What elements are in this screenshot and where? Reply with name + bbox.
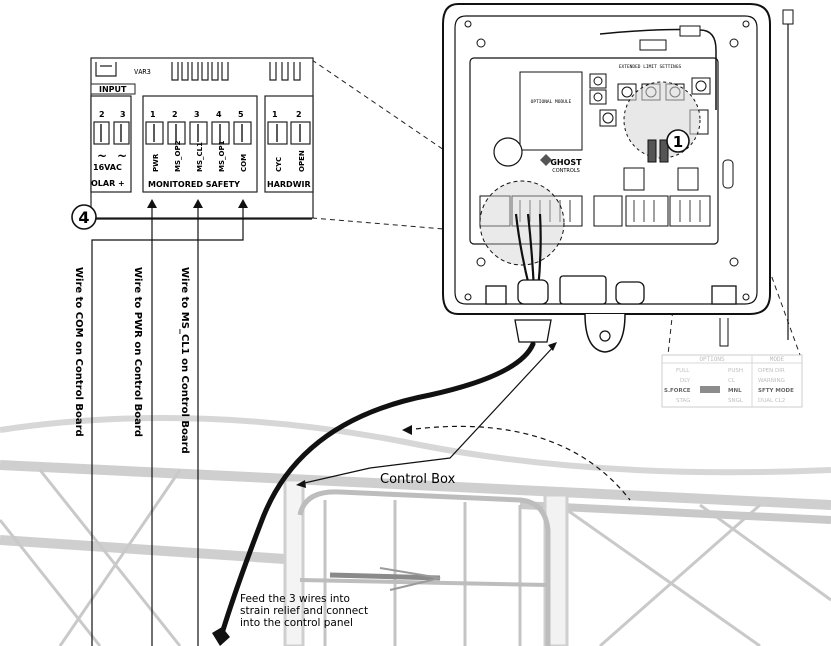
- cable-end: [212, 627, 230, 646]
- vac-label: 16VAC: [93, 163, 122, 172]
- options-header: OPTIONS: [699, 356, 725, 363]
- pointer-arrowhead-1: [548, 342, 557, 351]
- opt-row2-c: WARNING: [758, 378, 785, 384]
- feed-note-line1: Feed the 3 wires into: [240, 593, 350, 605]
- gate-background: [0, 415, 831, 646]
- opt-row1-c: OPEN DIR: [758, 368, 785, 374]
- ms-label-com: COM: [240, 154, 248, 172]
- ghost-brand-sub: CONTROLS: [552, 168, 580, 174]
- opt-row3-c: SFTY MODE: [758, 388, 794, 394]
- input-header: INPUT: [99, 85, 127, 94]
- callout-4-label: 4: [78, 208, 89, 227]
- hw-label-open: OPEN: [298, 150, 306, 172]
- opt-row2-b: CL: [728, 378, 736, 384]
- options-table: OPTIONS MODE FULL PUSH OPEN DIR DLY CL W…: [661, 354, 803, 408]
- ms-label-pwr: PWR: [152, 153, 160, 172]
- opt-row1-a: FULL: [676, 368, 690, 374]
- input-number-2: 2: [99, 110, 105, 119]
- mode-header: MODE: [770, 356, 785, 363]
- solar-label: OLAR +: [91, 179, 125, 188]
- ac-symbol-1: ~: [97, 149, 107, 163]
- callout-1: 1: [666, 129, 690, 153]
- pointer-arrowhead-2: [296, 480, 306, 488]
- ms-number-5: 5: [238, 110, 244, 119]
- opt-row3-b: MNL: [728, 388, 742, 394]
- wire-label-cl1: Wire to MS_CL1 on Control Board: [179, 267, 190, 454]
- hw-group-label: HARDWIR: [267, 180, 311, 189]
- opt-row4-a: STAG: [676, 398, 690, 404]
- ms-label-op1: MS_OP1: [218, 140, 226, 172]
- feed-note-line2: strain relief and connect: [240, 605, 368, 617]
- ms-number-3: 3: [194, 110, 200, 119]
- wire-arrows: [147, 199, 248, 208]
- opt-row4-b: SNGL: [728, 398, 744, 404]
- ms-number-2: 2: [172, 110, 178, 119]
- swing-arrowhead: [402, 425, 412, 435]
- ms-number-1: 1: [150, 110, 156, 119]
- ms-group-label: MONITORED SAFETY: [148, 180, 240, 189]
- opt-row4-c: DUAL CL2: [758, 398, 785, 404]
- limit-settings-label: EXTENDED LIMIT SETTINGS: [619, 64, 682, 70]
- main-cable: [217, 341, 536, 643]
- ms-number-4: 4: [216, 110, 222, 119]
- ac-symbol-2: ~: [117, 149, 127, 163]
- opt-row1-b: PUSH: [728, 368, 743, 374]
- opt-row3-a: S.FORCE: [664, 388, 691, 394]
- feed-note-line3: into the control panel: [240, 617, 353, 629]
- wires: [91, 202, 312, 646]
- var3-label: VAR3: [134, 68, 151, 76]
- hw-label-cyc: CYC: [275, 157, 283, 172]
- input-number-3: 3: [120, 110, 126, 119]
- control-box-label: Control Box: [380, 472, 456, 487]
- wire-label-pwr: Wire to PWR on Control Board: [132, 267, 143, 437]
- swing-arc: [406, 425, 631, 501]
- hw-number-1: 1: [272, 110, 278, 119]
- callout-1-label: 1: [673, 133, 683, 151]
- callout-4: 4: [71, 204, 97, 230]
- terminal-block-zoom: VAR3 INPUT 2 3 1 2 3 4 5 1 2: [90, 57, 314, 219]
- wire-label-com: Wire to COM on Control Board: [73, 267, 84, 437]
- ms-label-cl1: MS_CL1: [196, 142, 204, 172]
- opt-row2-a: DLY: [680, 378, 691, 384]
- control-box-pointer: [299, 344, 556, 485]
- ms-label-op2: MS_OP2: [174, 140, 182, 172]
- optional-module-label: OPTIONAL MODULE: [531, 99, 572, 105]
- ghost-brand: GHOST: [550, 158, 582, 167]
- control-box: OPTIONAL MODULE EXTENDED LIMIT SETTINGS …: [442, 3, 794, 353]
- hw-number-2: 2: [296, 110, 302, 119]
